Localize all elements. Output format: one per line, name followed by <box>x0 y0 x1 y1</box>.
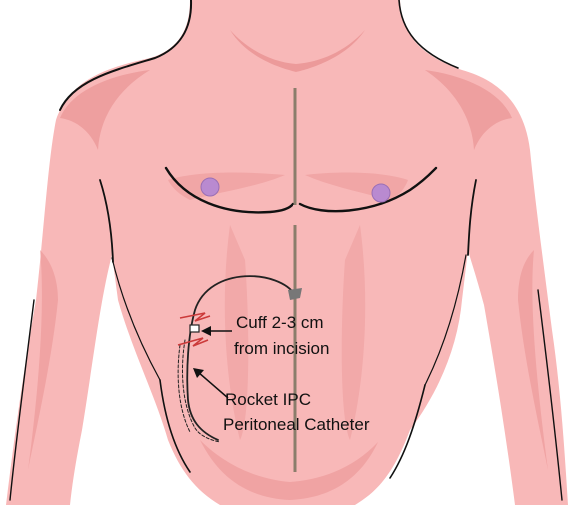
right-nipple <box>372 184 390 202</box>
cuff <box>190 325 199 332</box>
cuff-label-line1: Cuff 2-3 cm <box>236 313 324 332</box>
left-nipple <box>201 178 219 196</box>
catheter-label-line2: Peritoneal Catheter <box>223 415 370 434</box>
catheter-label-line1: Rocket IPC <box>225 390 311 409</box>
cuff-label-line2: from incision <box>234 339 329 358</box>
